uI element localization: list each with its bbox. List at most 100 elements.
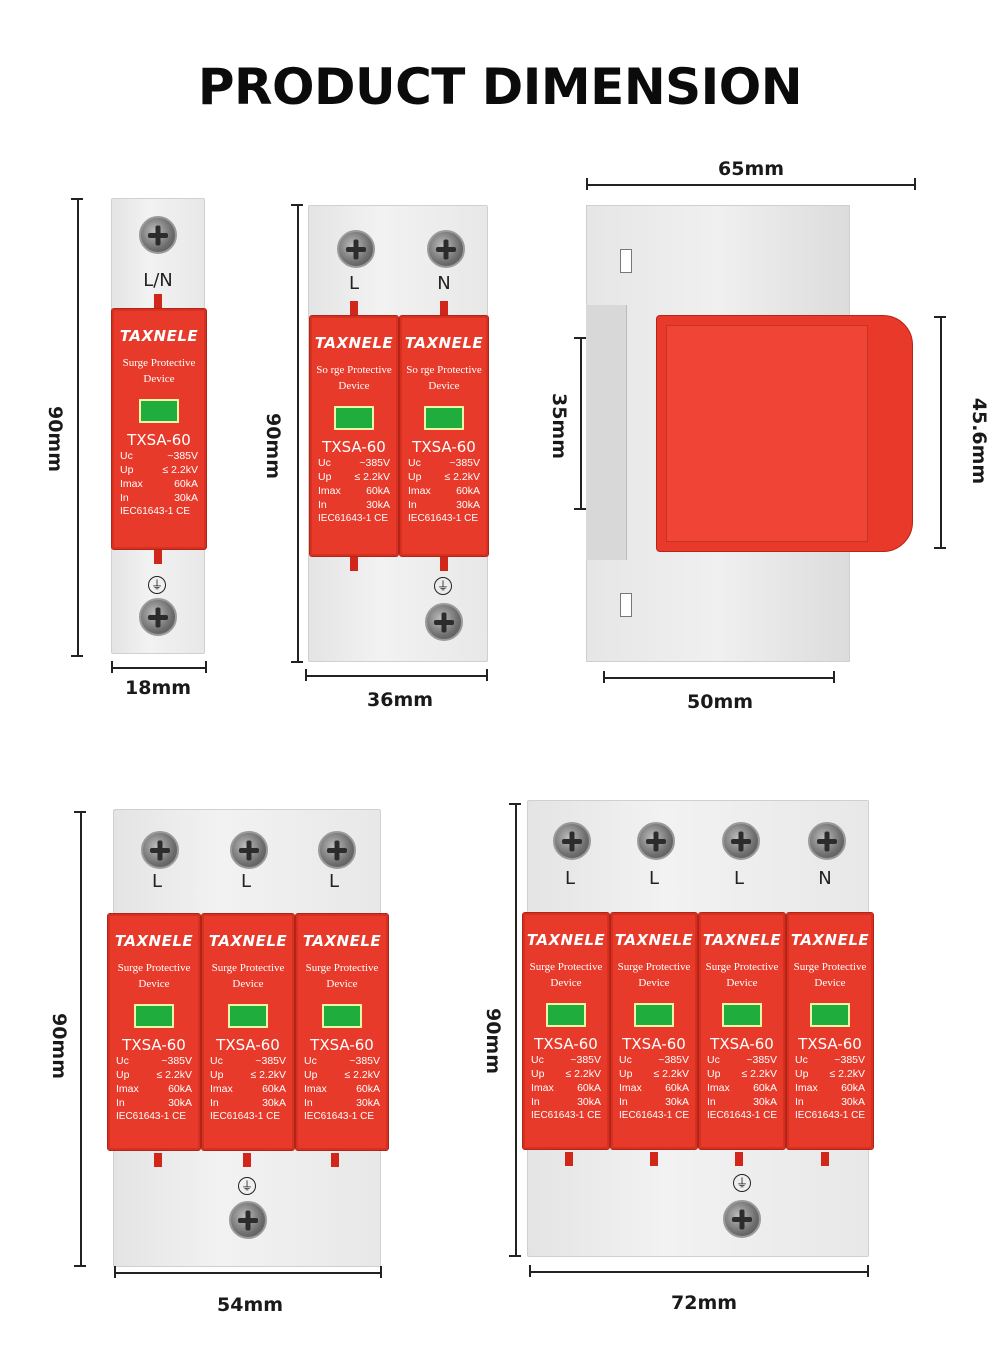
terminal-label: L	[733, 868, 745, 889]
module-description: Surge Protective	[211, 962, 285, 974]
ground-icon: ⏚	[148, 576, 166, 594]
certification-mark: IEC61643-1 CE	[619, 1110, 690, 1121]
ground-icon: ⏚	[434, 577, 452, 595]
terminal-label: L	[151, 871, 163, 892]
brand-logo: TAXNELE	[404, 334, 484, 352]
width-label: 18mm	[125, 677, 192, 699]
dimension-tick	[529, 1265, 531, 1277]
terminal-label: L	[648, 868, 660, 889]
ground-screw-icon	[723, 1200, 761, 1238]
status-indicator-window	[322, 1004, 362, 1028]
terminal-stub	[565, 1152, 573, 1166]
model-number: TXSA-60	[622, 1035, 686, 1053]
module-description: Device	[814, 977, 846, 989]
dimension-tick	[509, 1255, 521, 1257]
page-title: PRODUCT DIMENSION	[197, 58, 803, 116]
module-description: Device	[338, 380, 370, 392]
status-indicator-window	[722, 1003, 762, 1027]
terminal-label: N	[437, 273, 451, 294]
model-number: TXSA-60	[122, 1036, 186, 1054]
terminal-screw-icon	[139, 216, 177, 254]
status-indicator-window	[424, 406, 464, 430]
certification-mark: IEC61643-1 CE	[795, 1110, 866, 1121]
terminal-stub	[243, 1153, 251, 1167]
module-description: Device	[428, 380, 460, 392]
terminal-label: L/N	[143, 270, 173, 291]
front-label: 45.6mm	[968, 397, 991, 485]
width-label: 72mm	[671, 1292, 738, 1314]
width-dimension-line	[305, 675, 487, 677]
width-label: 54mm	[217, 1294, 284, 1316]
terminal-screw-icon	[141, 831, 179, 869]
module-description: So rge Protective	[316, 364, 392, 376]
status-indicator-window	[810, 1003, 850, 1027]
brand-logo: TAXNELE	[208, 932, 288, 950]
dimension-tick	[114, 1266, 116, 1278]
module-description: Surge Protective	[122, 357, 196, 369]
terminal-stub	[440, 557, 448, 571]
terminal-label: L	[348, 273, 360, 294]
terminal-stub	[154, 1153, 162, 1167]
status-indicator-window	[546, 1003, 586, 1027]
brand-logo: TAXNELE	[119, 327, 199, 345]
din-rail-clip	[586, 305, 627, 560]
brand-logo: TAXNELE	[314, 334, 394, 352]
terminal-screw-icon	[318, 831, 356, 869]
terminal-screw-icon	[722, 822, 760, 860]
brand-logo: TAXNELE	[790, 931, 870, 949]
dimension-tick	[486, 669, 488, 681]
dimension-tick	[305, 669, 307, 681]
brand-logo: TAXNELE	[614, 931, 694, 949]
dimension-tick	[71, 198, 83, 200]
certification-mark: IEC61643-1 CE	[707, 1110, 778, 1121]
width-dimension-line	[114, 1272, 382, 1274]
terminal-screw-icon	[637, 822, 675, 860]
certification-mark: IEC61643-1 CE	[318, 513, 389, 524]
vent-slot	[620, 593, 632, 617]
terminal-label: L	[564, 868, 576, 889]
certification-mark: IEC61643-1 CE	[531, 1110, 602, 1121]
dimension-tick	[603, 671, 605, 683]
ground-screw-icon	[425, 603, 463, 641]
terminal-stub	[440, 301, 448, 315]
model-number: TXSA-60	[310, 1036, 374, 1054]
dimension-tick	[291, 204, 303, 206]
model-number: TXSA-60	[710, 1035, 774, 1053]
width-dimension-line	[529, 1271, 869, 1273]
terminal-stub	[350, 301, 358, 315]
height-label: 90mm	[44, 405, 67, 473]
base-dimension-line	[603, 677, 835, 679]
brand-logo: TAXNELE	[302, 932, 382, 950]
width-label: 36mm	[367, 689, 434, 711]
model-number: TXSA-60	[798, 1035, 862, 1053]
terminal-screw-icon	[337, 230, 375, 268]
ground-screw-icon	[139, 598, 177, 636]
module-description: Device	[143, 373, 175, 385]
height-dimension-line	[515, 803, 517, 1256]
terminal-screw-icon	[808, 822, 846, 860]
inner-dimension-line	[580, 337, 582, 510]
model-number: TXSA-60	[322, 438, 386, 456]
ground-screw-icon	[229, 1201, 267, 1239]
module-description: Surge Protective	[793, 961, 867, 973]
dimension-tick	[574, 508, 586, 510]
height-label: 90mm	[482, 1007, 505, 1075]
module-description: Device	[232, 978, 264, 990]
terminal-screw-icon	[427, 230, 465, 268]
dimension-tick	[574, 337, 586, 339]
dimension-tick	[934, 316, 946, 318]
height-dimension-line	[80, 811, 82, 1266]
front-dimension-line	[940, 316, 942, 548]
inner-label: 35mm	[548, 392, 571, 460]
